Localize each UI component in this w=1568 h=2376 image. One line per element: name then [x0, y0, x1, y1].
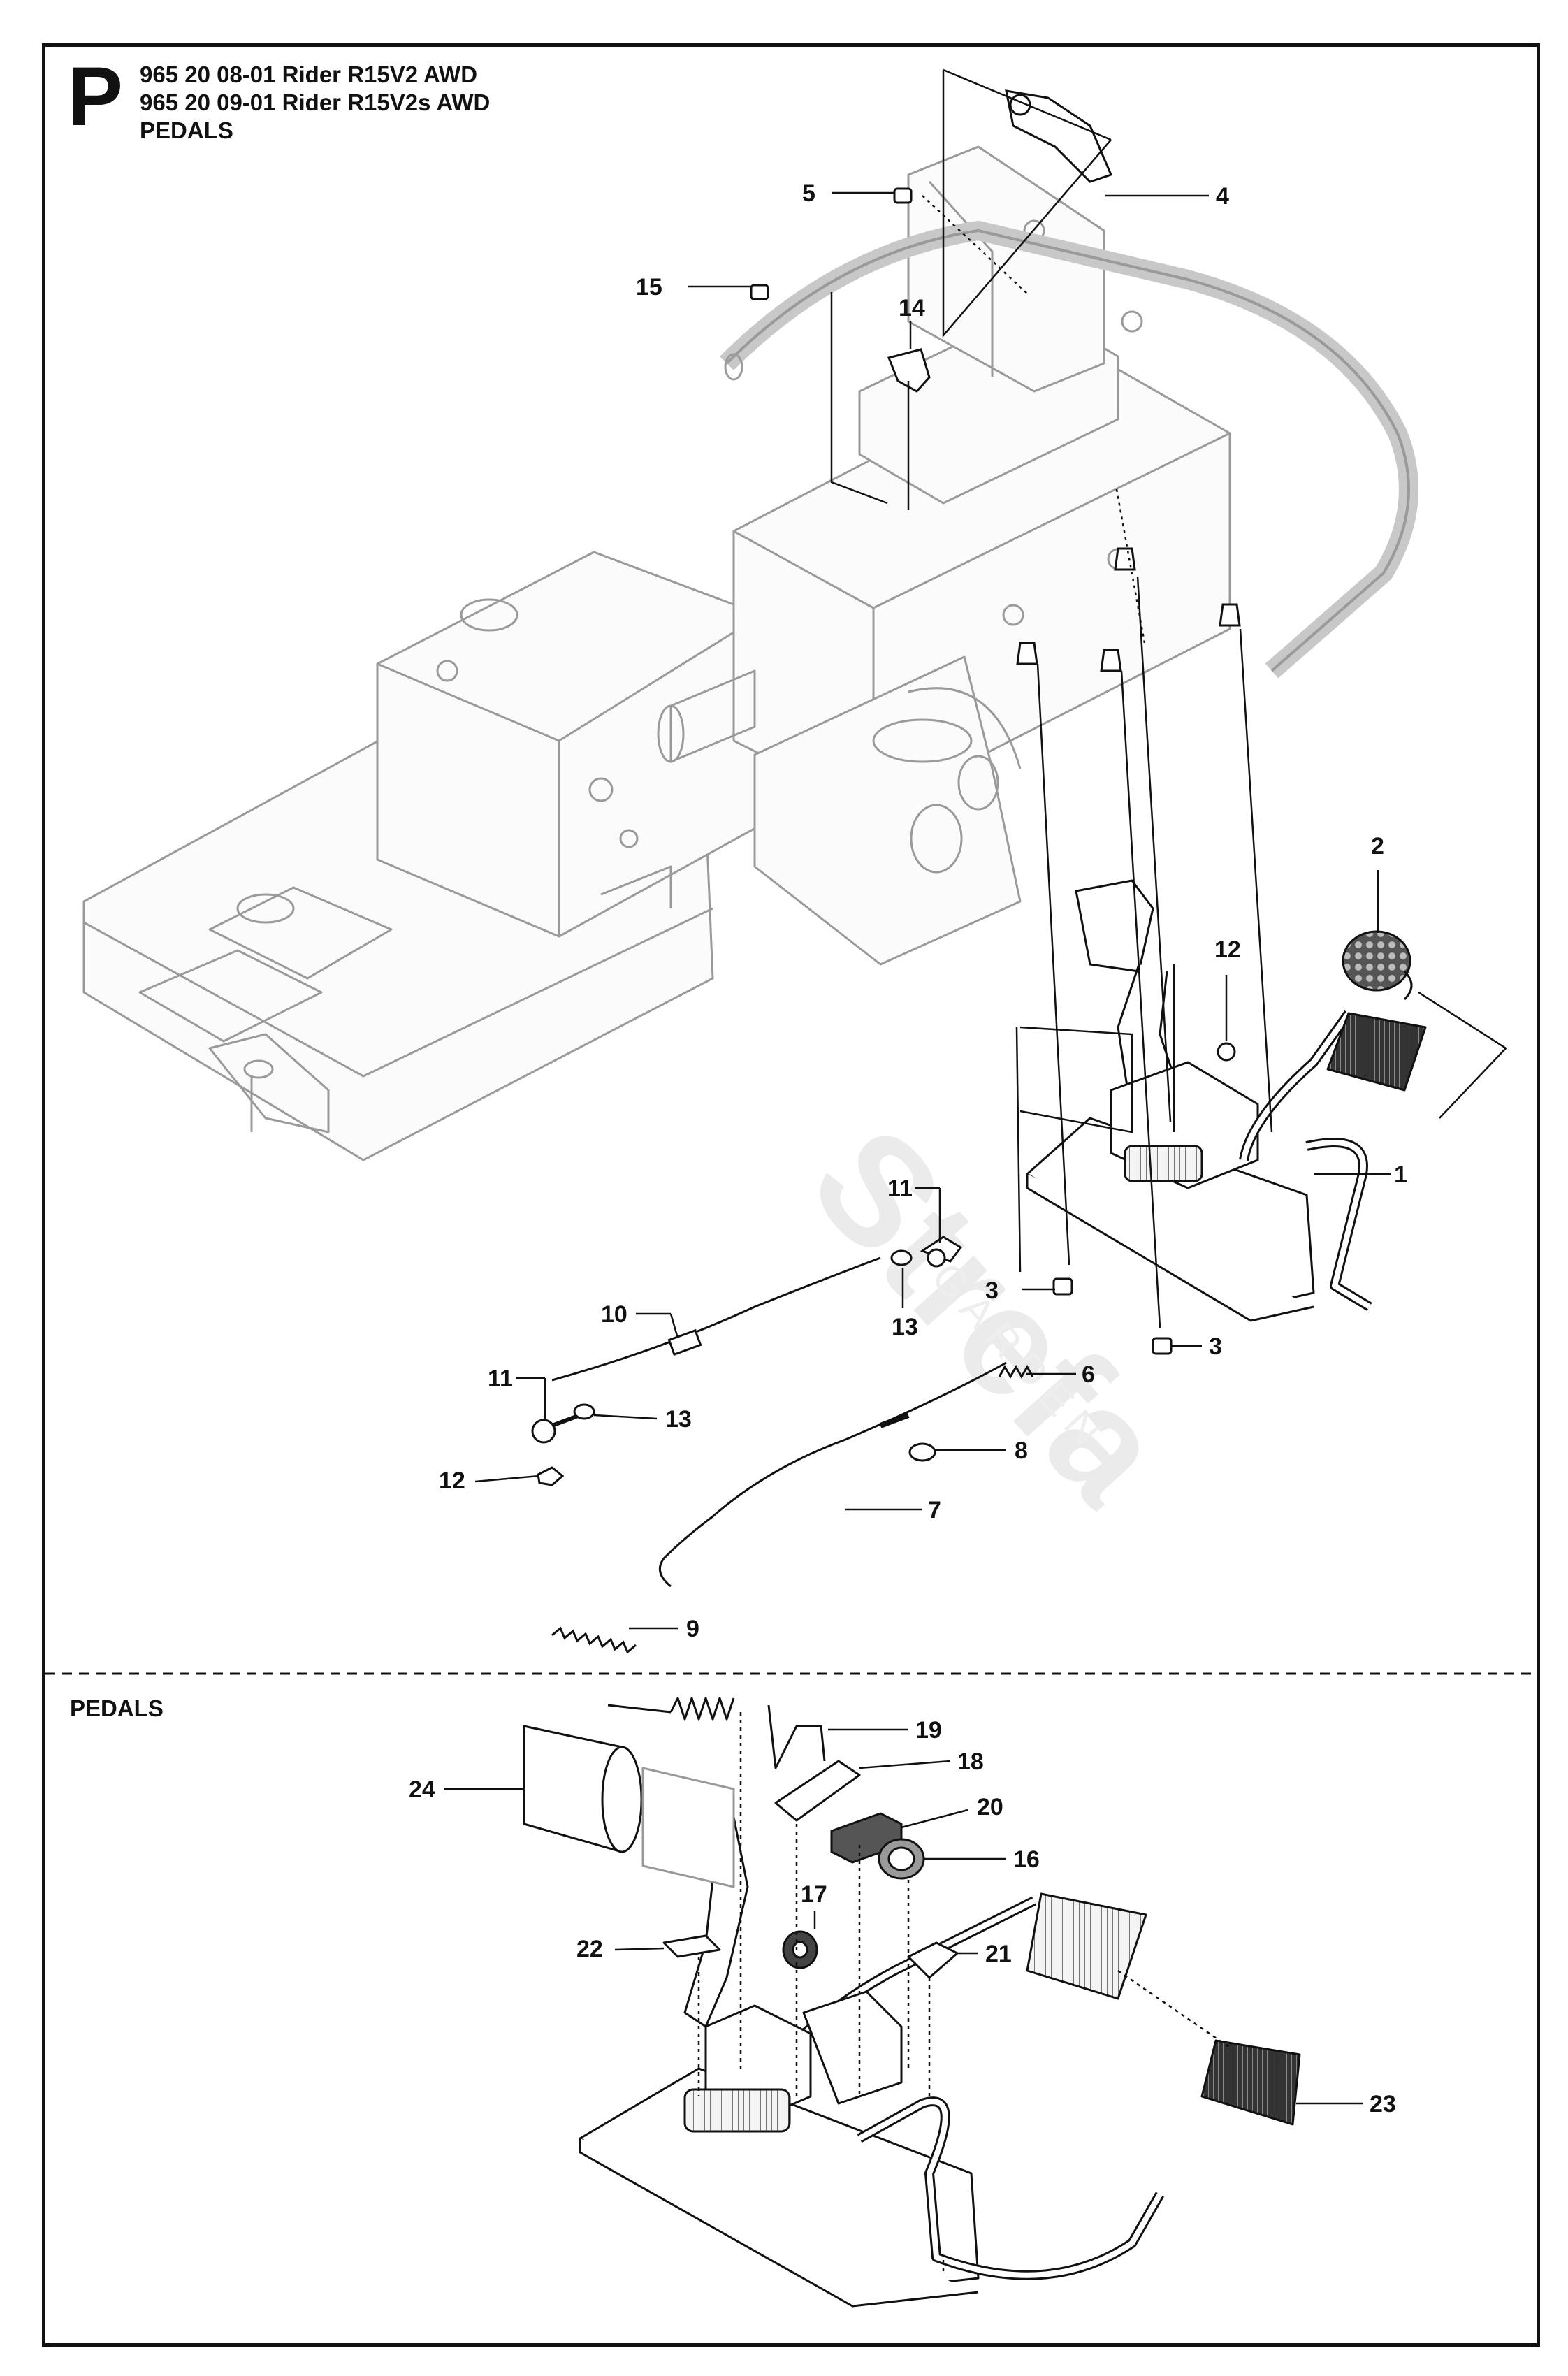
- callout-7: 7: [928, 1497, 941, 1523]
- model-line-1: 965 20 08-01 Rider R15V2 AWD: [140, 61, 478, 87]
- callout-17: 17: [801, 1881, 827, 1908]
- cables-and-hardware: [531, 89, 1241, 1654]
- callout-20: 20: [977, 1794, 1003, 1820]
- model-line-2: 965 20 09-01 Rider R15V2s AWD: [140, 89, 491, 115]
- callout-16: 16: [1013, 1846, 1040, 1873]
- callout-3b: 3: [1209, 1333, 1222, 1360]
- callout-13a: 13: [892, 1314, 918, 1340]
- callout-21: 21: [985, 1941, 1012, 1967]
- callout-15: 15: [636, 274, 662, 300]
- page-letter: P: [67, 50, 124, 143]
- callout-23: 23: [1370, 2091, 1396, 2117]
- callout-1: 1: [1394, 1161, 1407, 1188]
- guide-lines-upper: [830, 68, 1507, 1328]
- callout-3a: 3: [985, 1277, 999, 1304]
- callout-5: 5: [802, 180, 815, 207]
- pedal-assembly-lower: [579, 1795, 1165, 2308]
- chassis-frame: [82, 145, 1418, 1161]
- callout-11a: 11: [887, 1175, 913, 1202]
- callout-22: 22: [576, 1936, 603, 1962]
- pedal-cover-part-2: [1342, 930, 1413, 1001]
- page-frame: [42, 43, 1540, 2347]
- callout-labels: 1 2 3 3 4 5 6 7 8 9 10 11 11 12 12 13 13…: [409, 180, 1407, 2117]
- callout-19: 19: [915, 1717, 942, 1744]
- callout-18: 18: [957, 1748, 984, 1775]
- lower-exploded-parts: [523, 1697, 1301, 2126]
- pedal-assembly-upper: [1026, 879, 1427, 1322]
- guide-lines-lower: [697, 1712, 1231, 2271]
- callout-24: 24: [409, 1776, 435, 1803]
- callout-6: 6: [1082, 1361, 1095, 1388]
- callout-14: 14: [899, 295, 925, 321]
- section-title: PEDALS: [140, 117, 233, 143]
- callout-13b: 13: [665, 1406, 692, 1433]
- callout-4: 4: [1216, 183, 1229, 210]
- callout-9: 9: [686, 1616, 699, 1642]
- callout-10: 10: [601, 1301, 627, 1328]
- callout-2: 2: [1371, 833, 1384, 860]
- callout-leaders: [444, 191, 1391, 2105]
- callout-12b: 12: [439, 1468, 465, 1494]
- callout-12a: 12: [1214, 936, 1241, 963]
- callout-8: 8: [1015, 1437, 1028, 1464]
- callout-11b: 11: [488, 1366, 513, 1392]
- lower-section-title: PEDALS: [70, 1695, 164, 1721]
